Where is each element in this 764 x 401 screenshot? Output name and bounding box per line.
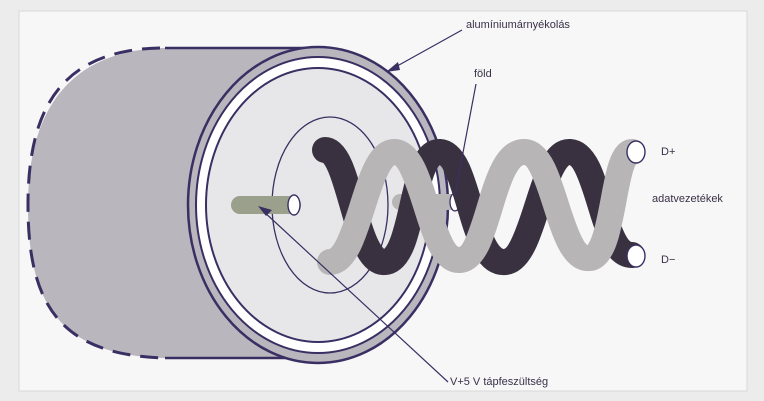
d-minus-label: D− [661,254,675,266]
shield-label: alumíniumárnyékolás [466,19,570,31]
power-wire-end [288,195,300,215]
d-minus-wire-end [627,245,645,267]
d-plus-wire-end [627,141,645,163]
data-wires-label: adatvezetékek [652,193,723,205]
power-supply-label: V+5 V tápfeszültség [450,376,548,388]
d-plus-label: D+ [661,146,675,158]
ground-label: föld [474,68,492,80]
